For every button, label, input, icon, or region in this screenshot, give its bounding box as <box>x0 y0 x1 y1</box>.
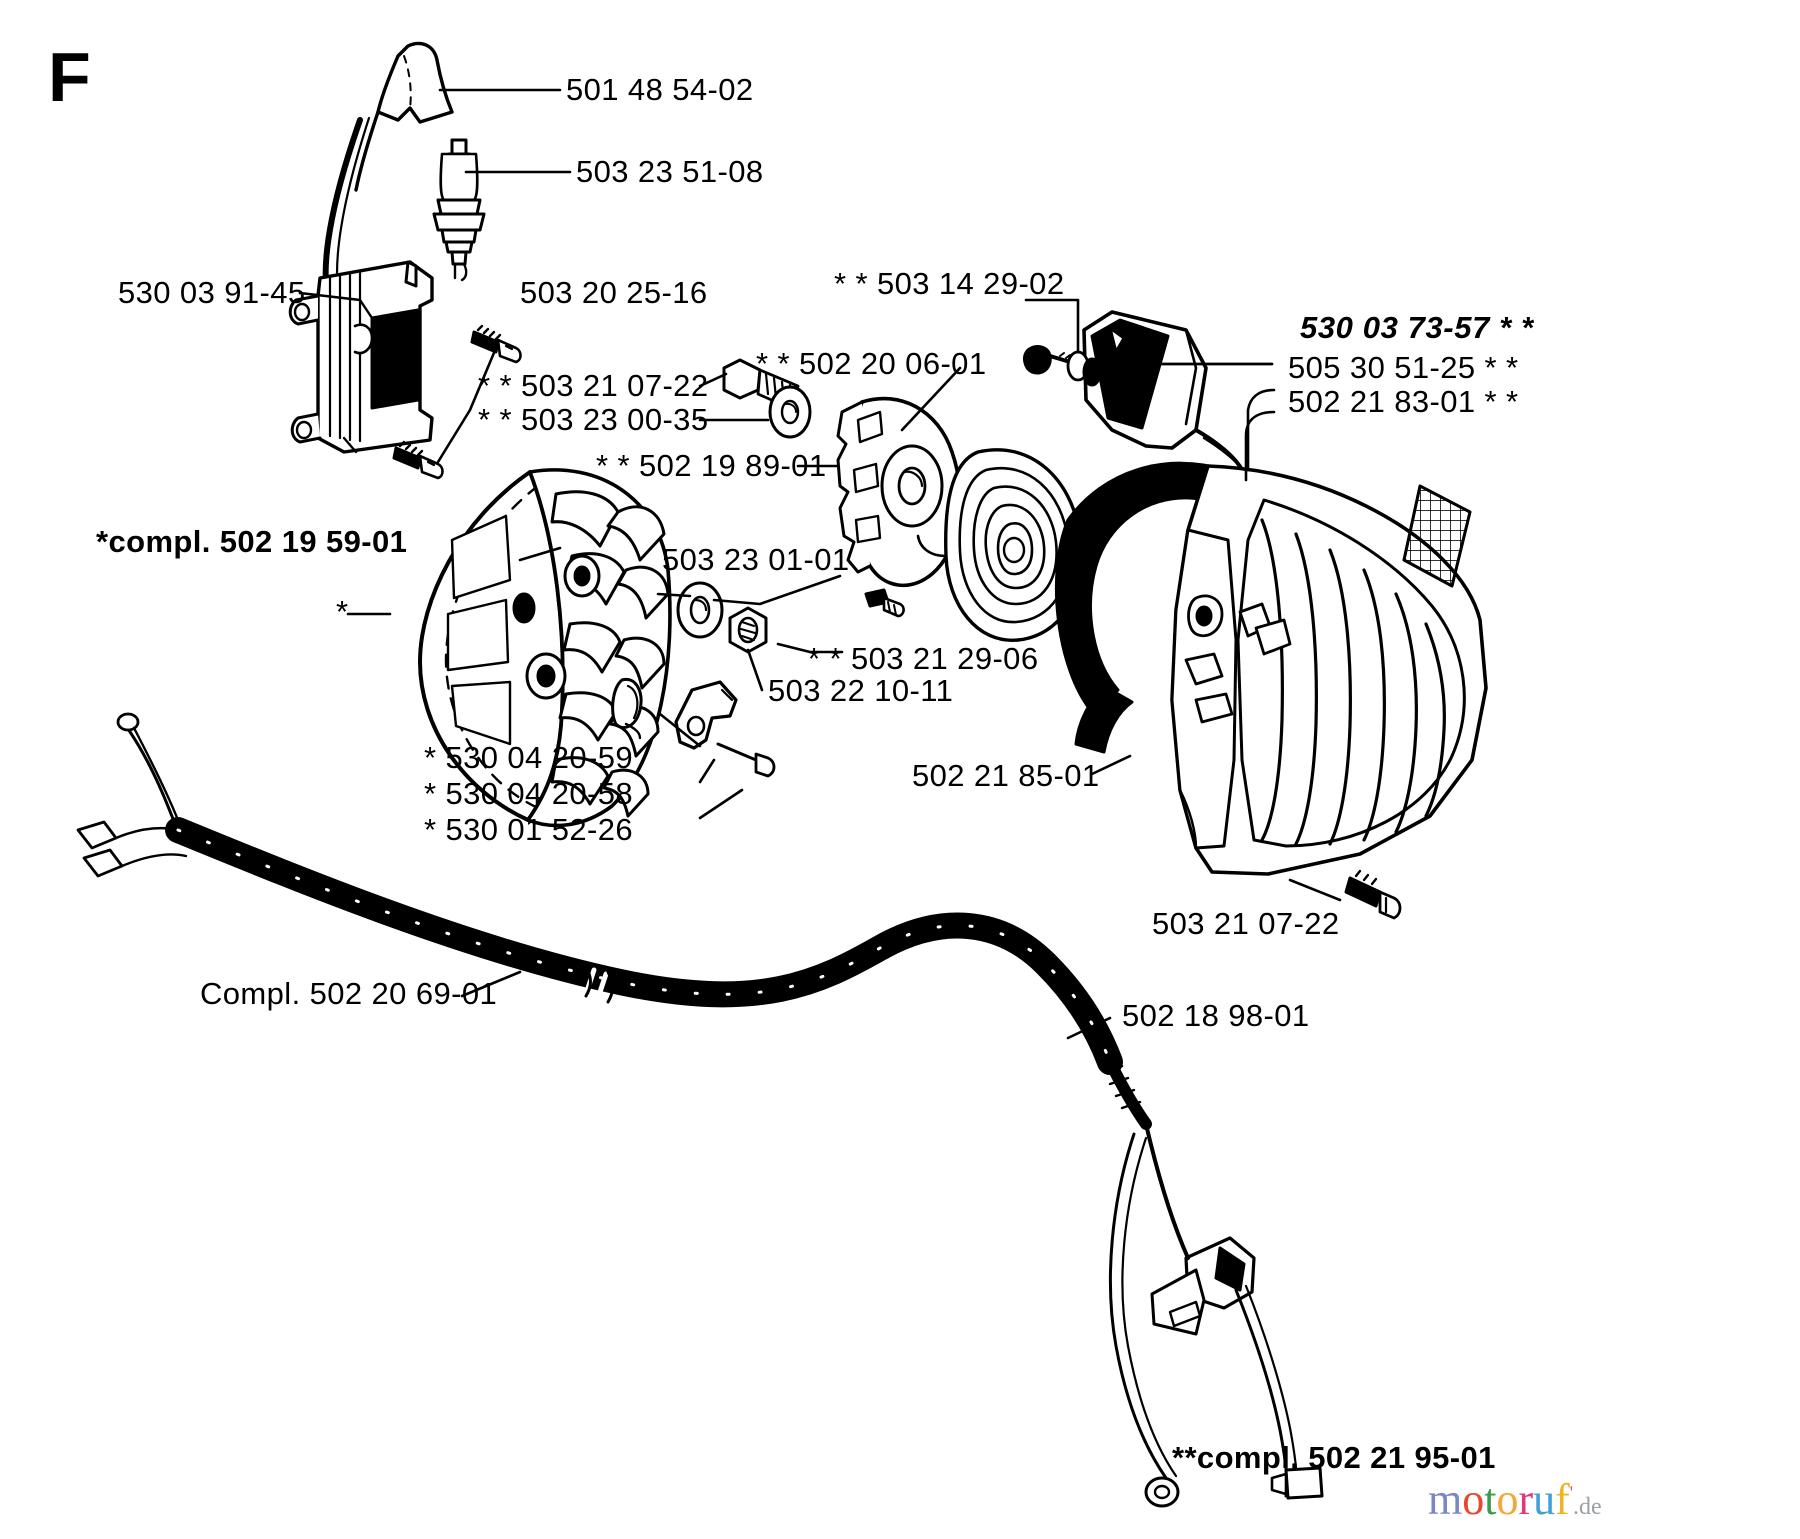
label-stop-wire: 502 18 98-01 <box>1122 998 1310 1033</box>
rewind-spring-art <box>916 448 1083 642</box>
label-starter-rope: 505 30 51-25 * * <box>1288 350 1519 385</box>
watermark-letter-m: m <box>1428 1475 1463 1524</box>
label-throttle-cable-complete: Compl. 502 20 69-01 <box>200 976 498 1011</box>
label-starter-bolt: * * 503 21 07-22 <box>478 368 709 403</box>
ignition-coil-art <box>288 260 434 454</box>
label-flywheel-complete: *compl. 502 19 59-01 <box>96 524 408 559</box>
watermark-letter-f: f <box>1555 1475 1570 1524</box>
starter-housing-art <box>1054 461 1488 876</box>
section-letter: F <box>48 38 91 116</box>
pawl-pin-art <box>716 742 776 778</box>
label-starter-small-screw: * * 503 21 29-06 <box>808 641 1039 676</box>
label-starter-washer: * * 503 23 00-35 <box>478 402 709 437</box>
label-ignition-screw: 503 20 25-16 <box>520 275 708 310</box>
watermark-tick: ' <box>1569 1482 1574 1503</box>
watermark-letter-o2: o <box>1496 1475 1519 1524</box>
spark-plug-art <box>432 138 486 282</box>
flywheel-key-art <box>611 677 643 740</box>
coil-screw-upper-art <box>470 324 522 364</box>
label-pulley: * * 502 19 89-01 <box>596 448 827 483</box>
label-spark-plug-cap: 501 48 54-02 <box>566 72 754 107</box>
flywheel-nut-art <box>728 606 768 654</box>
label-starter-complete: **compl. 502 21 95-01 <box>1172 1440 1496 1475</box>
housing-screw-art <box>1344 869 1402 920</box>
label-pawl-spring: * 530 04 20-58 <box>424 776 633 811</box>
label-rewind-spring-set: * * 503 14 29-02 <box>834 266 1065 301</box>
label-starter-pawl-kit: * * 502 20 06-01 <box>756 346 987 381</box>
label-flywheel-nut: 503 22 10-11 <box>768 673 954 708</box>
flywheel-washer-art <box>676 581 724 639</box>
pawl-art <box>674 680 738 750</box>
watermark-letter-u: u <box>1533 1475 1556 1524</box>
throttle-cable-art <box>76 712 1324 1508</box>
watermark-suffix: .de <box>1573 1494 1602 1520</box>
starter-handle-art <box>1082 310 1260 570</box>
label-spark-plug: 503 23 51-08 <box>576 154 764 189</box>
starter-pulley-art <box>836 396 962 588</box>
coil-screw-lower-art <box>392 440 444 480</box>
starter-washer-art <box>768 385 812 439</box>
label-ignition-module: 530 03 91-45 <box>118 275 306 310</box>
flywheel-art <box>418 468 672 828</box>
label-housing-screw: 503 21 07-22 <box>1152 906 1340 941</box>
watermark-letter-t: t <box>1484 1475 1497 1524</box>
label-flywheel-marker: * <box>336 594 349 629</box>
handle-fastener-art <box>1023 345 1102 387</box>
watermark-letter-r: r <box>1518 1475 1534 1524</box>
motoruf-watermark: motoruf'.de <box>1428 1478 1602 1522</box>
label-starter-handle: 530 03 73-57 * * <box>1300 310 1534 345</box>
watermark-letter-o1: o <box>1462 1475 1485 1524</box>
spark-plug-cap-art <box>354 41 454 192</box>
label-flywheel-washer: 503 23 01-01 <box>662 542 850 577</box>
label-woodruff-key: * 530 04 20-59 <box>424 740 633 775</box>
starter-small-screw-art <box>864 588 905 618</box>
label-pawl: * 530 01 52-26 <box>424 812 633 847</box>
label-starter-pulley-assembly: 502 21 83-01 * * <box>1288 384 1519 419</box>
label-housing-seal: 502 21 85-01 <box>912 758 1100 793</box>
